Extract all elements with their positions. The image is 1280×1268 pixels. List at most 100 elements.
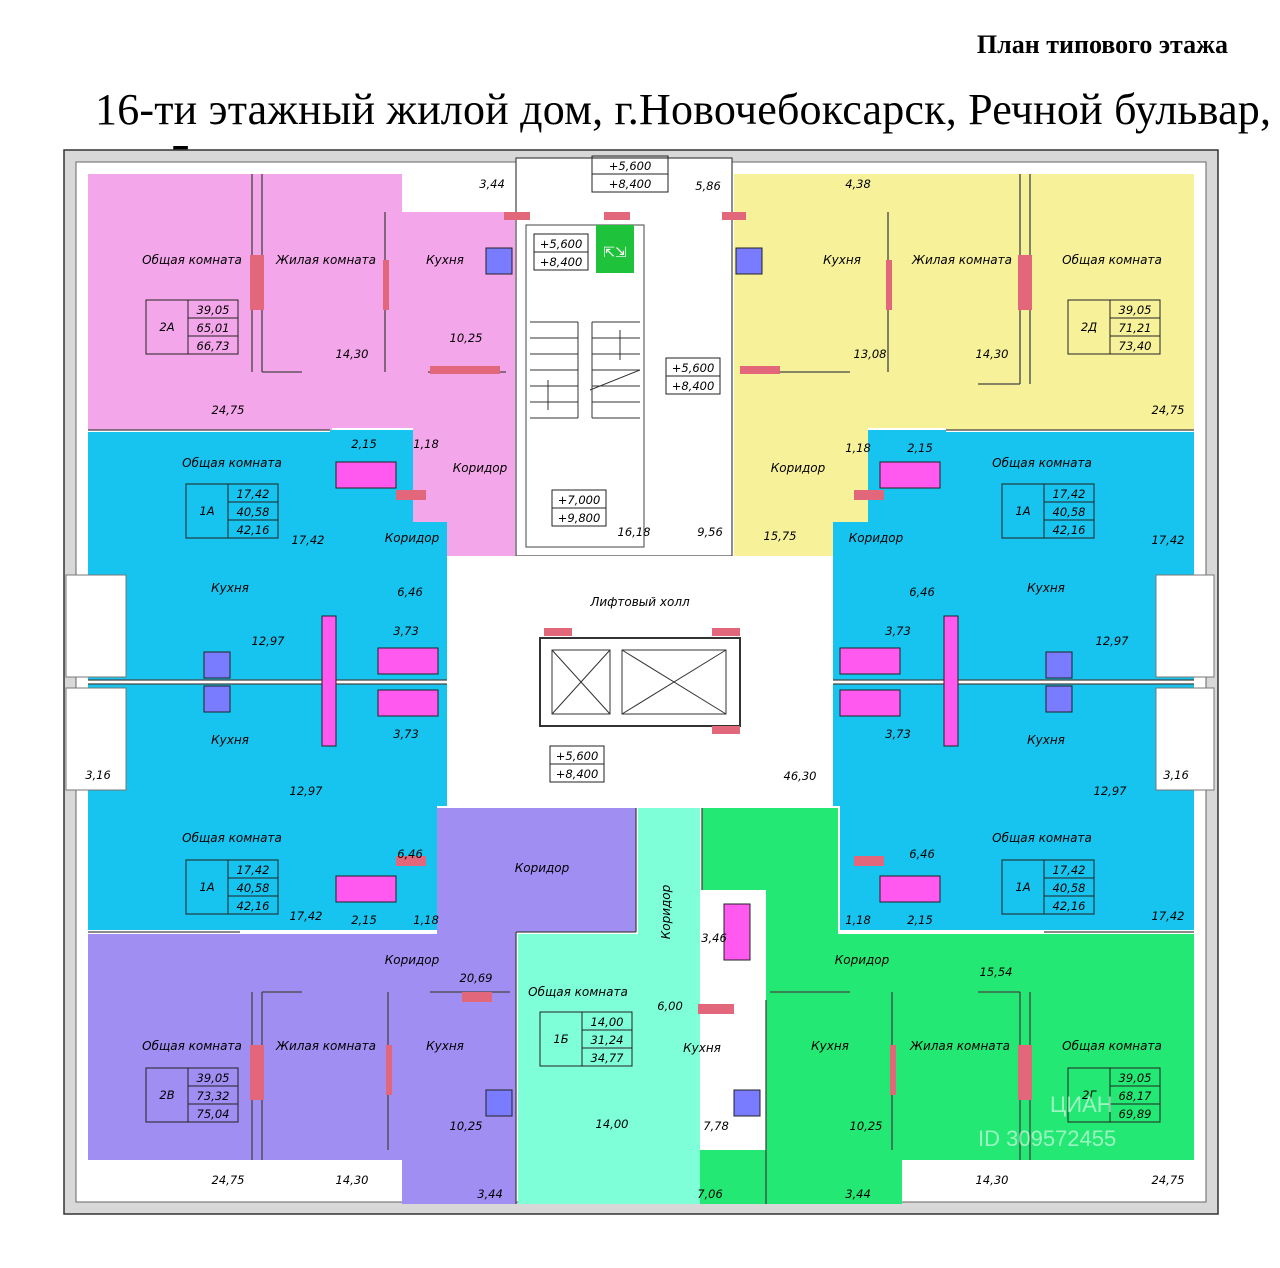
apt-area: 73,32 [197, 1089, 230, 1103]
apt-area: 68,17 [1119, 1089, 1153, 1103]
area-value: 2,15 [907, 441, 933, 455]
apt-1a-bottom-left-area [88, 684, 447, 930]
legend-1a-br [1001, 859, 1095, 915]
room-label: Общая комната [528, 985, 628, 999]
apt-type: 1А [199, 504, 214, 518]
area-value: 1,18 [845, 441, 871, 455]
area-value: 17,42 [1152, 909, 1185, 923]
apt-1b-area [518, 808, 700, 1204]
area-value: 24,75 [212, 403, 245, 417]
room-label: Общая комната [142, 1039, 242, 1053]
apt-area: 14,00 [591, 1015, 624, 1029]
area-value: 24,75 [1152, 1173, 1185, 1187]
apt-area: 42,16 [237, 899, 270, 913]
area-value: 15,54 [980, 965, 1013, 979]
area-value: 3,44 [477, 1187, 503, 1201]
room-label: Кухня [1027, 581, 1065, 595]
apt-area: 17,42 [237, 487, 270, 501]
apt-area: 39,05 [197, 303, 230, 317]
apt-area: 40,58 [1053, 881, 1086, 895]
area-value: 4,38 [845, 177, 871, 191]
loggias [65, 574, 1215, 791]
room-label: Общая комната [992, 456, 1092, 470]
legend-2v [145, 1067, 239, 1123]
area-value: 3,73 [885, 624, 911, 638]
area-value: 17,42 [292, 533, 325, 547]
area-value: 3,73 [885, 727, 911, 741]
lift-hall-label: Лифтовый холл [589, 595, 690, 609]
area-value: 46,30 [784, 769, 817, 783]
level-mark: +5,600 [672, 361, 715, 375]
level-mark: +8,400 [556, 767, 599, 781]
room-label: Кухня [211, 733, 249, 747]
area-value: 12,97 [252, 634, 286, 648]
wall-accents [250, 212, 1032, 1100]
room-label: Коридор [849, 531, 904, 545]
area-value: 6,46 [909, 585, 935, 599]
apt-area: 75,04 [197, 1107, 230, 1121]
area-value: 24,75 [212, 1173, 245, 1187]
room-label: Кухня [683, 1041, 721, 1055]
area-value: 6,46 [397, 847, 423, 861]
apt-type: 2Г [1082, 1088, 1097, 1102]
area-value: 1,18 [413, 913, 439, 927]
room-label: Общая комната [992, 831, 1092, 845]
area-value: 6,46 [909, 847, 935, 861]
area-value: 3,16 [1163, 768, 1189, 782]
watermark-id: ID 309572455 [978, 1126, 1116, 1151]
apt-area: 42,16 [1053, 523, 1086, 537]
apt-area: 65,01 [197, 321, 230, 335]
area-value: 12,97 [1096, 634, 1130, 648]
level-mark: +5,600 [609, 159, 652, 173]
room-label: Общая комната [1062, 1039, 1162, 1053]
room-label: Кухня [811, 1039, 849, 1053]
page-title: 16-ти этажный жилой дом, г.Новочебоксарс… [95, 85, 1272, 185]
legend-1a-tl [185, 483, 279, 539]
legend-1a-bl [185, 859, 279, 915]
apt-area: 17,42 [237, 863, 270, 877]
area-value: 1,18 [413, 437, 439, 451]
area-value: 13,08 [854, 347, 887, 361]
apt-type: 2В [159, 1088, 174, 1102]
area-value: 10,25 [850, 1119, 883, 1133]
apt-area: 69,89 [1119, 1107, 1152, 1121]
room-label: Кухня [426, 1039, 464, 1053]
level-mark: +5,600 [556, 749, 599, 763]
room-label: Кухня [823, 253, 861, 267]
room-label: Общая комната [182, 831, 282, 845]
area-value: 10,25 [450, 1119, 483, 1133]
apt-1a-bottom-right-area [833, 684, 1194, 930]
watermark-brand: ЦИАН [1050, 1092, 1113, 1117]
area-value: 7,06 [697, 1187, 723, 1201]
apt-1a-top-right-area [833, 430, 1194, 680]
room-label: Коридор [385, 531, 440, 545]
apt-area: 73,40 [1119, 339, 1152, 353]
plan-caption: План типового этажа [976, 30, 1228, 59]
apt-area: 17,42 [1053, 487, 1086, 501]
area-value: 14,30 [976, 1173, 1009, 1187]
room-label: Общая комната [142, 253, 242, 267]
apt-area: 34,77 [591, 1051, 625, 1065]
area-value: 7,78 [703, 1119, 729, 1133]
level-mark: +7,000 [558, 493, 601, 507]
area-value: 20,69 [460, 971, 493, 985]
level-boxes [533, 155, 721, 783]
area-value: 24,75 [1152, 403, 1185, 417]
area-value: 6,46 [397, 585, 423, 599]
apt-type: 1Б [553, 1032, 568, 1046]
room-label: Общая комната [1062, 253, 1162, 267]
apt-area: 42,16 [1053, 899, 1086, 913]
apt-type: 1А [199, 880, 214, 894]
area-value: 16,18 [618, 525, 651, 539]
kitchen-equipment [203, 247, 1073, 1117]
area-value: 14,00 [596, 1117, 629, 1131]
area-value: 17,42 [290, 909, 323, 923]
room-label: Коридор [515, 861, 570, 875]
apt-area: 39,05 [1119, 303, 1152, 317]
room-label: Общая комната [182, 456, 282, 470]
area-value: 3,46 [701, 931, 727, 945]
legend-1a-tr [1001, 483, 1095, 539]
legend-1b [539, 1011, 633, 1067]
area-value: 14,30 [336, 347, 369, 361]
